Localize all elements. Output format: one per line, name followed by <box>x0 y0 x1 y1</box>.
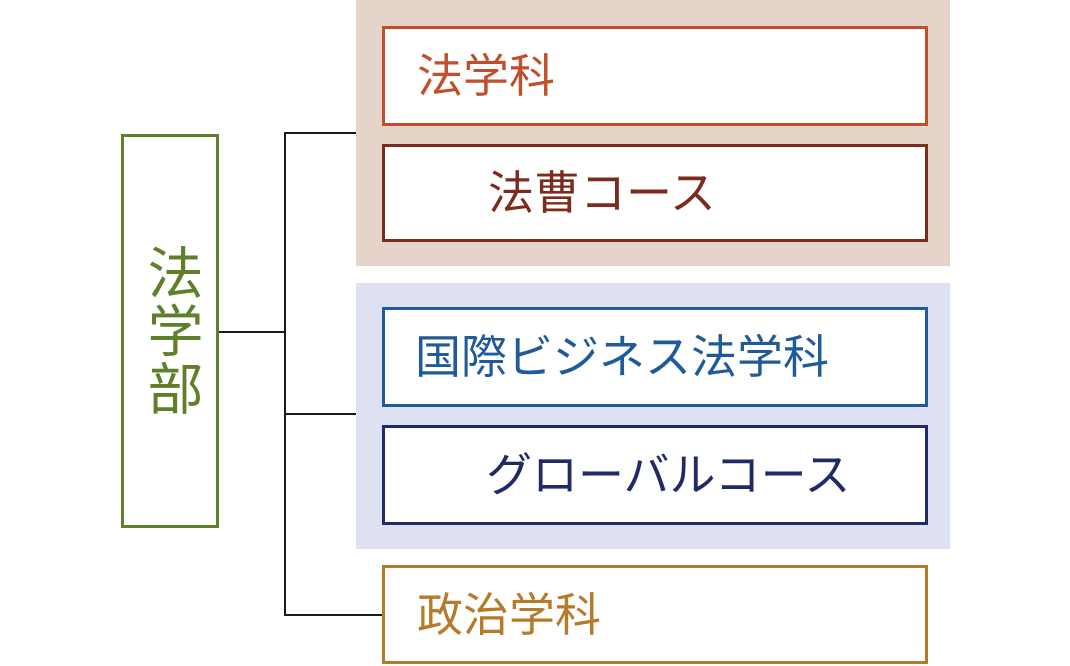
faculty-label: 法学部 <box>138 244 203 418</box>
connector-intl-branch <box>284 413 356 415</box>
politics-department-box: 政治学科 <box>382 565 928 664</box>
law-department-box: 法学科 <box>382 26 928 126</box>
connector-vertical-trunk <box>284 132 286 615</box>
law-course-box: 法曹コース <box>382 144 928 242</box>
connector-faculty-horizontal <box>219 331 285 333</box>
intl-course-label: グローバルコース <box>486 448 851 502</box>
politics-department-label: 政治学科 <box>417 587 601 642</box>
intl-department-label: 国際ビジネス法学科 <box>415 330 829 384</box>
law-department-label: 法学科 <box>417 49 555 103</box>
intl-department-box: 国際ビジネス法学科 <box>382 307 928 407</box>
connector-politics-branch <box>284 614 382 616</box>
law-course-label: 法曹コース <box>488 166 716 220</box>
connector-law-branch <box>284 132 356 134</box>
intl-course-box: グローバルコース <box>382 425 928 525</box>
faculty-box: 法学部 <box>121 134 219 528</box>
